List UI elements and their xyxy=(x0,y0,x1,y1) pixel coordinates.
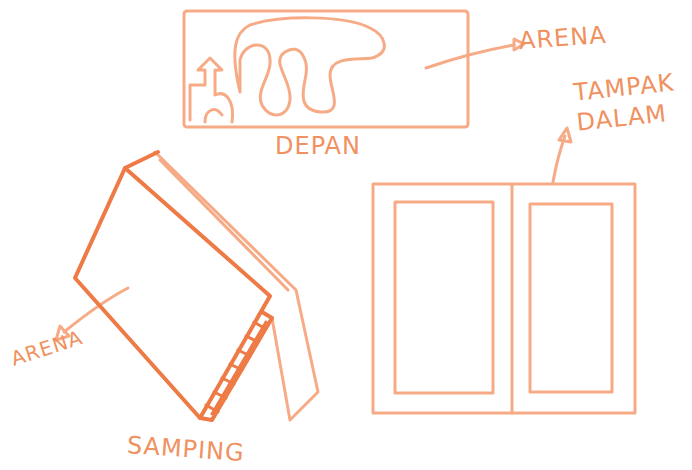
sketch-label: ARENA xyxy=(8,320,101,372)
leader-line xyxy=(426,45,514,68)
panel-base xyxy=(200,312,272,420)
divider xyxy=(511,184,514,413)
house-figure xyxy=(190,58,233,122)
sketch-label: ARENA xyxy=(518,16,660,56)
arena-track xyxy=(235,18,385,115)
hatching xyxy=(206,322,266,414)
left-panel xyxy=(395,202,493,393)
back-panel-edge xyxy=(160,160,288,290)
arrow-head xyxy=(559,128,571,142)
inside-view-frame xyxy=(373,184,635,413)
sketch-label: TAMPAK DALAM xyxy=(572,66,690,137)
leader-line xyxy=(553,136,565,182)
sketch-label: DEPAN xyxy=(275,131,395,161)
panel-top xyxy=(125,152,158,168)
right-panel xyxy=(530,204,612,392)
back-panel xyxy=(155,152,318,420)
sketch-label: SAMPING xyxy=(126,430,268,470)
house-detail xyxy=(205,110,222,122)
front-panel xyxy=(75,168,270,418)
